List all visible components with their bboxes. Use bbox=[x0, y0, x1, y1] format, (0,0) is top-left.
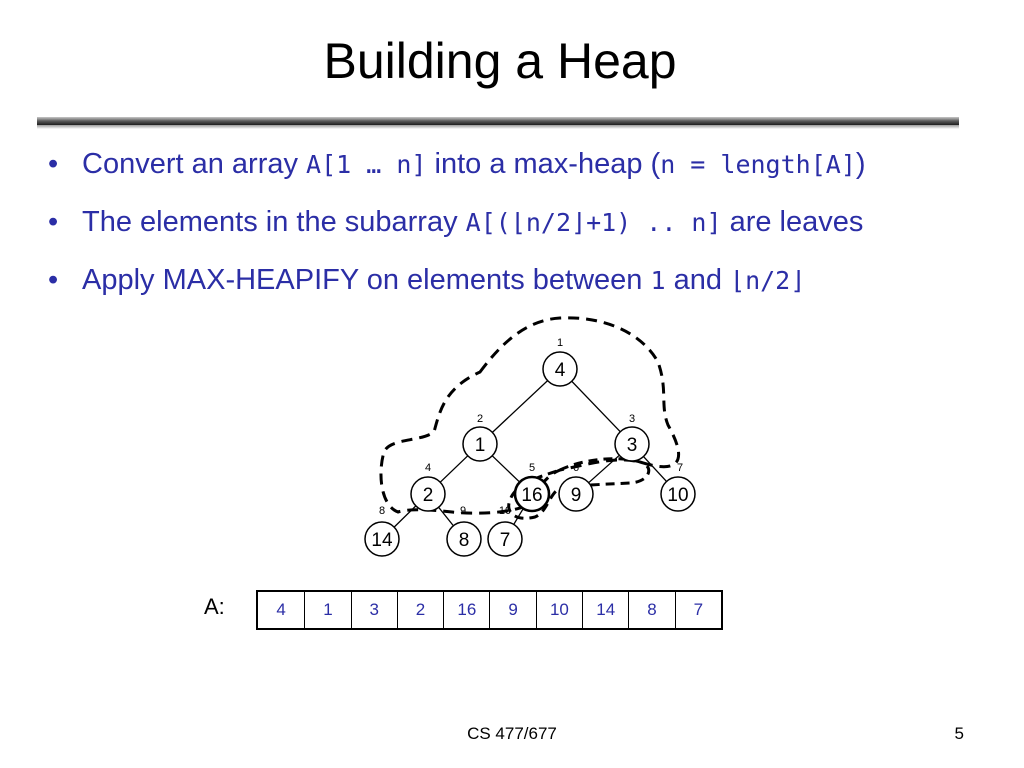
bullet-dot-icon: • bbox=[48, 264, 59, 296]
heap-node-value: 4 bbox=[555, 360, 566, 381]
bullet-item: • Apply MAX-HEAPIFY on elements between … bbox=[48, 264, 1008, 322]
footer-page-number: 5 bbox=[954, 724, 964, 743]
heap-node-value: 7 bbox=[500, 530, 511, 551]
heap-edge bbox=[643, 456, 667, 482]
array-label: A: bbox=[204, 594, 225, 619]
heap-node-index: 2 bbox=[477, 413, 483, 425]
heap-node-value: 16 bbox=[521, 485, 542, 506]
array-cell: 2 bbox=[396, 592, 443, 628]
heap-edge bbox=[393, 505, 417, 528]
heap-node: 14 8 bbox=[364, 505, 400, 557]
heap-edge bbox=[513, 508, 524, 525]
heap-node-circle bbox=[513, 475, 551, 513]
bullet-code: ⌊n/2⌋ bbox=[730, 266, 806, 295]
heap-edge bbox=[491, 455, 521, 483]
heap-node-circle bbox=[558, 476, 594, 512]
heap-node-index: 4 bbox=[425, 462, 431, 474]
heap-node: 89 bbox=[446, 505, 482, 557]
bullet-code: 1 bbox=[650, 266, 666, 295]
heap-node: 10 7 bbox=[660, 462, 696, 512]
heap-node: 12 bbox=[462, 413, 498, 462]
heap-node-index: 5 bbox=[529, 462, 535, 474]
footer-course: CS 477/677 bbox=[467, 724, 557, 743]
bullet-text: Apply MAX-HEAPIFY on elements between 1 … bbox=[82, 264, 805, 297]
slide-title: Building a Heap bbox=[323, 33, 677, 89]
array-cell: 3 bbox=[350, 592, 397, 628]
heap-node-value: 2 bbox=[423, 485, 434, 506]
array-cell: 10 bbox=[535, 592, 582, 628]
heap-node-index: 6 bbox=[573, 462, 579, 474]
bullet-text-part: The elements in the subarray bbox=[82, 206, 466, 238]
heap-node-value: 1 bbox=[475, 435, 486, 456]
heap-node-index: 9 bbox=[460, 505, 466, 517]
heap-node-value: 3 bbox=[627, 435, 638, 456]
heap-node: 7 10 bbox=[487, 505, 523, 557]
heap-node-value: 8 bbox=[459, 530, 470, 551]
heap-edge bbox=[439, 455, 469, 483]
heap-node-value: 14 bbox=[371, 530, 393, 551]
heap-node-circle bbox=[410, 476, 446, 512]
internal-nodes-boundary bbox=[379, 316, 680, 515]
bullet-text: Convert an array A[1 … n] into a max-hea… bbox=[82, 148, 866, 181]
bullet-text-part: Apply MAX-HEAPIFY on elements between bbox=[82, 264, 651, 296]
title-divider bbox=[37, 117, 959, 125]
heap-node-index: 3 bbox=[629, 413, 635, 425]
heap-node-circle bbox=[660, 476, 696, 512]
bullet-code: A[1 … n] bbox=[306, 150, 427, 179]
array-cell: 1 bbox=[304, 592, 350, 628]
heap-node-circle bbox=[542, 351, 578, 387]
array-cell: 14 bbox=[582, 592, 628, 628]
heap-edge bbox=[491, 380, 549, 433]
bullet-list: • Convert an array A[1 … n] into a max-h… bbox=[48, 148, 1008, 322]
bullet-text: The elements in the subarray A[(⌊n/2⌋+1)… bbox=[82, 206, 863, 239]
heap-edge bbox=[571, 380, 621, 433]
bullet-text-part: into a max-heap ( bbox=[426, 148, 661, 180]
array-cell: 7 bbox=[674, 592, 721, 628]
heap-edge bbox=[588, 454, 620, 484]
heap-node-index: 8 bbox=[379, 505, 385, 517]
heap-node-circle bbox=[614, 426, 650, 462]
array-cell: 16 bbox=[443, 592, 489, 628]
bullet-text-part: are leaves bbox=[721, 206, 864, 238]
array-cell: 8 bbox=[628, 592, 674, 628]
bullet-item: • The elements in the subarray A[(⌊n/2⌋+… bbox=[48, 206, 1008, 264]
title-divider-shadow bbox=[37, 125, 959, 129]
heap-node-index: 10 bbox=[499, 505, 511, 517]
heap-node: 33 bbox=[614, 413, 650, 462]
heap-node: 41 bbox=[542, 337, 578, 387]
bullet-text-part: Convert an array bbox=[82, 148, 307, 180]
heap-node: 96 bbox=[558, 462, 594, 512]
heap-node-index: 1 bbox=[557, 337, 563, 349]
array-cell: 9 bbox=[489, 592, 535, 628]
heap-node-circle bbox=[364, 521, 400, 557]
heap-node-value: 9 bbox=[571, 485, 582, 506]
bullet-text-part: ) bbox=[855, 148, 866, 180]
bullet-text-part: and bbox=[665, 264, 731, 296]
heap-node-circle bbox=[487, 521, 523, 557]
bullet-dot-icon: • bbox=[48, 206, 59, 238]
heap-node-circle bbox=[462, 426, 498, 462]
heap-edge bbox=[438, 506, 454, 527]
bullet-code: A[(⌊n/2⌋+1) .. n] bbox=[465, 208, 722, 237]
bullet-code: n = length[A] bbox=[660, 150, 856, 179]
heap-node-index: 7 bbox=[677, 462, 683, 474]
heap-node: 24 bbox=[410, 462, 446, 512]
array-cell: 4 bbox=[276, 600, 286, 619]
heap-node-value: 10 bbox=[667, 485, 688, 506]
heap-edges bbox=[393, 380, 667, 528]
heap-node: 16 5 bbox=[513, 462, 551, 513]
heap-node-circle bbox=[446, 521, 482, 557]
bullet-dot-icon: • bbox=[48, 148, 59, 180]
bullet-item: • Convert an array A[1 … n] into a max-h… bbox=[48, 148, 1008, 206]
